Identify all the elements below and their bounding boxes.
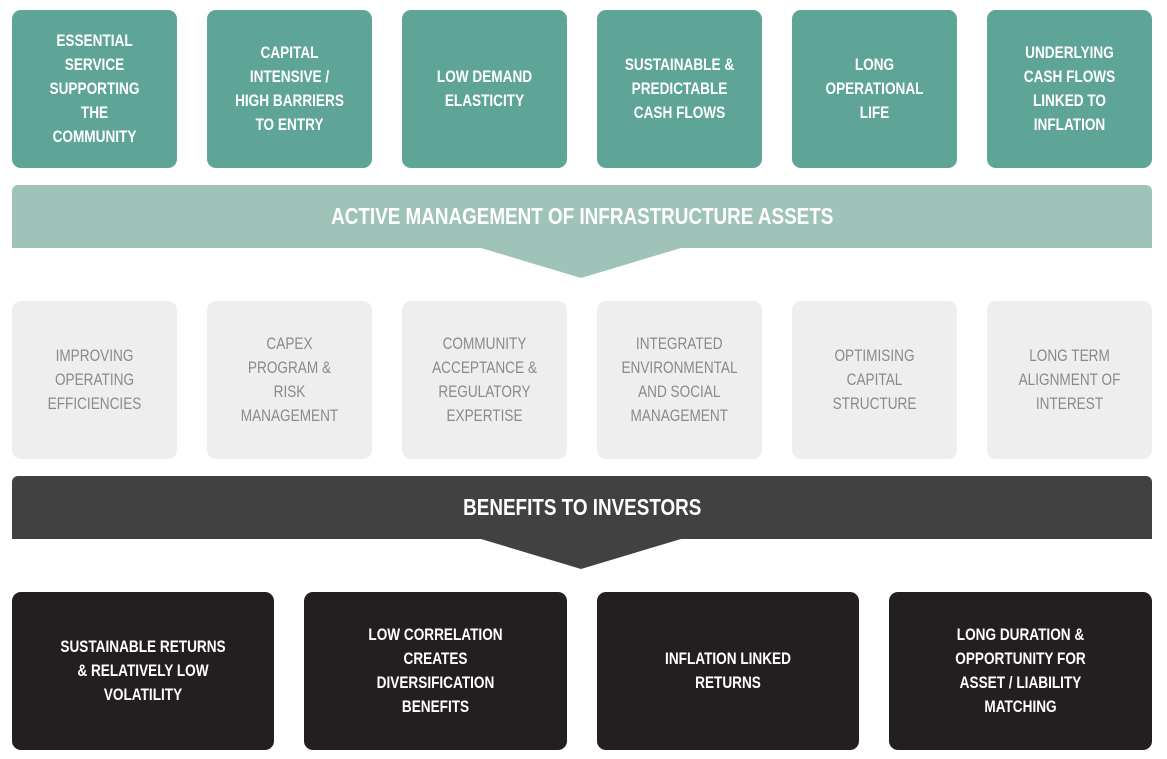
lever-label: LONG TERM ALIGNMENT OF INTEREST (1018, 346, 1121, 413)
lever-label: IMPROVING OPERATING EFFICIENCIES (47, 346, 142, 413)
lever-capex-risk: CAPEX PROGRAM & RISK MANAGEMENT (207, 301, 372, 459)
characteristic-low-demand-elasticity: LOW DEMAND ELASTICITY (402, 10, 567, 168)
management-banner-label: ACTIVE MANAGEMENT OF INFRASTRUCTURE ASSE… (330, 203, 834, 229)
benefit-sustainable-returns: SUSTAINABLE RETURNS & RELATIVELY LOW VOL… (12, 592, 274, 750)
characteristic-label: LONG OPERATIONAL LIFE (825, 55, 924, 122)
benefit-label: LOW CORRELATION CREATES DIVERSIFICATION … (368, 625, 503, 716)
management-banner-arrow (481, 248, 681, 278)
benefit-label: SUSTAINABLE RETURNS & RELATIVELY LOW VOL… (60, 637, 226, 704)
benefit-diversification: LOW CORRELATION CREATES DIVERSIFICATION … (304, 592, 567, 750)
benefit-asset-liability-matching: LONG DURATION & OPPORTUNITY FOR ASSET / … (889, 592, 1152, 750)
lever-capital-structure: OPTIMISING CAPITAL STRUCTURE (792, 301, 957, 459)
lever-operating-efficiencies: IMPROVING OPERATING EFFICIENCIES (12, 301, 177, 459)
lever-label: COMMUNITY ACCEPTANCE & REGULATORY EXPERT… (432, 334, 537, 425)
characteristic-inflation-linked-cash-flows: UNDERLYING CASH FLOWS LINKED TO INFLATIO… (987, 10, 1152, 168)
lever-label: CAPEX PROGRAM & RISK MANAGEMENT (240, 334, 339, 425)
benefit-label: LONG DURATION & OPPORTUNITY FOR ASSET / … (955, 625, 1086, 716)
characteristic-label: CAPITAL INTENSIVE / HIGH BARRIERS TO ENT… (235, 43, 344, 134)
characteristic-essential-service: ESSENTIAL SERVICE SUPPORTING THE COMMUNI… (12, 10, 177, 168)
lever-environmental-social: INTEGRATED ENVIRONMENTAL AND SOCIAL MANA… (597, 301, 762, 459)
characteristic-long-operational-life: LONG OPERATIONAL LIFE (792, 10, 957, 168)
lever-community-regulatory: COMMUNITY ACCEPTANCE & REGULATORY EXPERT… (402, 301, 567, 459)
benefits-banner-arrow (481, 539, 681, 569)
lever-alignment-of-interest: LONG TERM ALIGNMENT OF INTEREST (987, 301, 1152, 459)
characteristic-predictable-cash-flows: SUSTAINABLE & PREDICTABLE CASH FLOWS (597, 10, 762, 168)
characteristic-label: SUSTAINABLE & PREDICTABLE CASH FLOWS (624, 55, 735, 122)
lever-label: OPTIMISING CAPITAL STRUCTURE (832, 346, 917, 413)
characteristic-label: LOW DEMAND ELASTICITY (436, 67, 533, 110)
lever-label: INTEGRATED ENVIRONMENTAL AND SOCIAL MANA… (621, 334, 738, 425)
benefits-banner: BENEFITS TO INVESTORS (12, 476, 1152, 539)
characteristic-label: UNDERLYING CASH FLOWS LINKED TO INFLATIO… (1023, 43, 1116, 134)
benefit-label: INFLATION LINKED RETURNS (665, 649, 791, 692)
benefits-banner-label: BENEFITS TO INVESTORS (462, 494, 702, 520)
benefit-inflation-linked-returns: INFLATION LINKED RETURNS (597, 592, 859, 750)
characteristic-capital-intensive: CAPITAL INTENSIVE / HIGH BARRIERS TO ENT… (207, 10, 372, 168)
management-banner: ACTIVE MANAGEMENT OF INFRASTRUCTURE ASSE… (12, 185, 1152, 248)
characteristic-label: ESSENTIAL SERVICE SUPPORTING THE COMMUNI… (49, 31, 140, 146)
